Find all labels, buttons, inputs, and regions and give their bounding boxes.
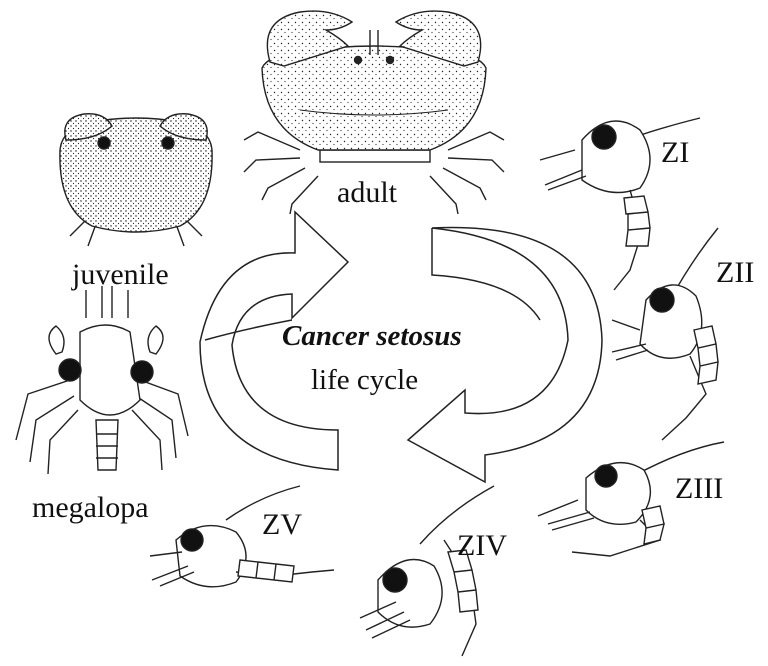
stage-label-zoea-3: ZIII [675,474,723,504]
zoea-4-illustration [360,486,494,656]
stage-label-adult: adult [337,178,397,208]
stage-label-zoea-1: ZI [661,138,689,168]
species-title: Cancer setosus [282,322,462,351]
stage-label-zoea-2: ZII [716,258,754,288]
megalopa-illustration [16,286,188,474]
juvenile-crab-illustration [60,114,212,246]
stage-label-zoea-5: ZV [262,510,302,540]
zoea-5-illustration [150,486,334,587]
stage-label-juvenile: juvenile [72,260,169,290]
stage-label-zoea-4: ZIV [457,531,507,561]
cycle-arrow-right [408,228,602,483]
zoea-2-illustration [612,228,718,440]
stage-label-megalopa: megalopa [32,493,149,523]
cycle-subtitle: life cycle [311,366,418,395]
